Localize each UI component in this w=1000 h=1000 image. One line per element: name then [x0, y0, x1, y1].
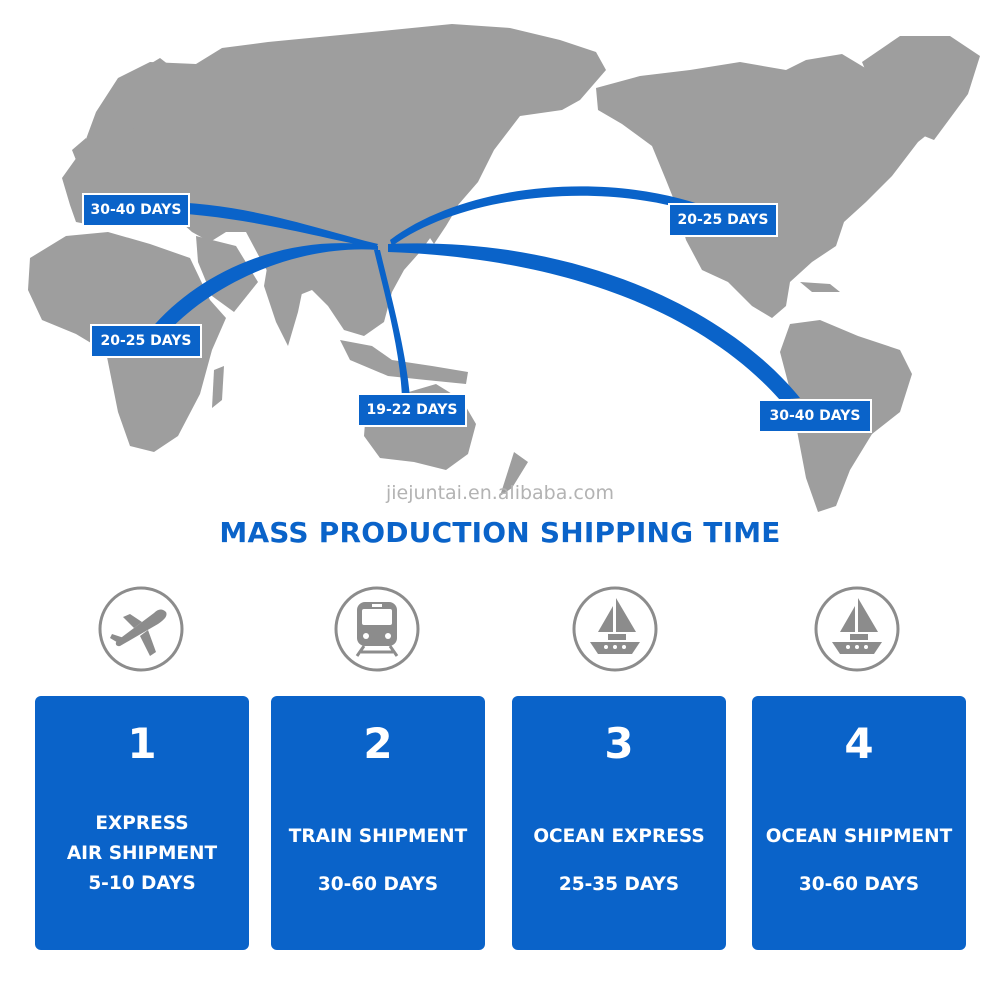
airplane-icon	[98, 586, 184, 672]
card-number: 3	[604, 719, 634, 768]
new-zealand-landmass	[500, 452, 528, 496]
route-label-north-america: 20-25 DAYS	[668, 203, 778, 237]
shipping-card-ocean-express: 3 OCEAN EXPRESS 25-35 DAYS	[512, 696, 726, 950]
route-africa	[150, 243, 378, 336]
eurasia-landmass	[62, 24, 606, 336]
route-north-america	[390, 186, 720, 246]
watermark: jiejuntai.en.alibaba.com	[385, 482, 615, 504]
greenland-landmass	[862, 36, 980, 140]
continents	[28, 24, 980, 512]
shipping-routes	[150, 186, 800, 400]
route-label-australia: 19-22 DAYS	[357, 393, 467, 427]
route-label-africa: 20-25 DAYS	[90, 324, 202, 358]
train-icon	[334, 586, 420, 672]
cuba-landmass	[800, 282, 840, 292]
sailboat-icon	[814, 586, 900, 672]
page-title: MASS PRODUCTION SHIPPING TIME	[219, 516, 781, 549]
card-number: 1	[127, 719, 157, 768]
card-line: OCEAN SHIPMENT	[765, 826, 953, 847]
card-line: EXPRESS	[95, 813, 189, 834]
route-label-europe: 30-40 DAYS	[82, 193, 190, 227]
shipping-card-train: 2 TRAIN SHIPMENT 30-60 DAYS	[271, 696, 485, 950]
sailboat-icon	[572, 586, 658, 672]
card-line: 25-35 DAYS	[558, 874, 680, 895]
route-label-south-america: 30-40 DAYS	[758, 399, 872, 433]
card-line: 30-60 DAYS	[798, 874, 920, 895]
madagascar-landmass	[212, 366, 224, 408]
india-landmass	[264, 262, 308, 346]
scandinavia-landmass	[118, 58, 178, 132]
card-number: 4	[844, 719, 874, 768]
world-map	[28, 24, 980, 512]
route-europe	[150, 201, 378, 248]
north-america-landmass	[596, 54, 948, 318]
card-line: OCEAN EXPRESS	[533, 826, 705, 847]
card-line: 5-10 DAYS	[88, 873, 196, 894]
card-line: AIR SHIPMENT	[66, 843, 218, 864]
card-line: 30-60 DAYS	[317, 874, 439, 895]
card-number: 2	[363, 719, 393, 768]
card-line: TRAIN SHIPMENT	[288, 826, 468, 847]
route-south-america	[388, 243, 800, 400]
shipping-card-ocean: 4 OCEAN SHIPMENT 30-60 DAYS	[752, 696, 966, 950]
route-australia	[374, 250, 410, 398]
uk-landmass	[72, 138, 92, 170]
shipping-card-air: 1 EXPRESS AIR SHIPMENT 5-10 DAYS	[35, 696, 249, 950]
